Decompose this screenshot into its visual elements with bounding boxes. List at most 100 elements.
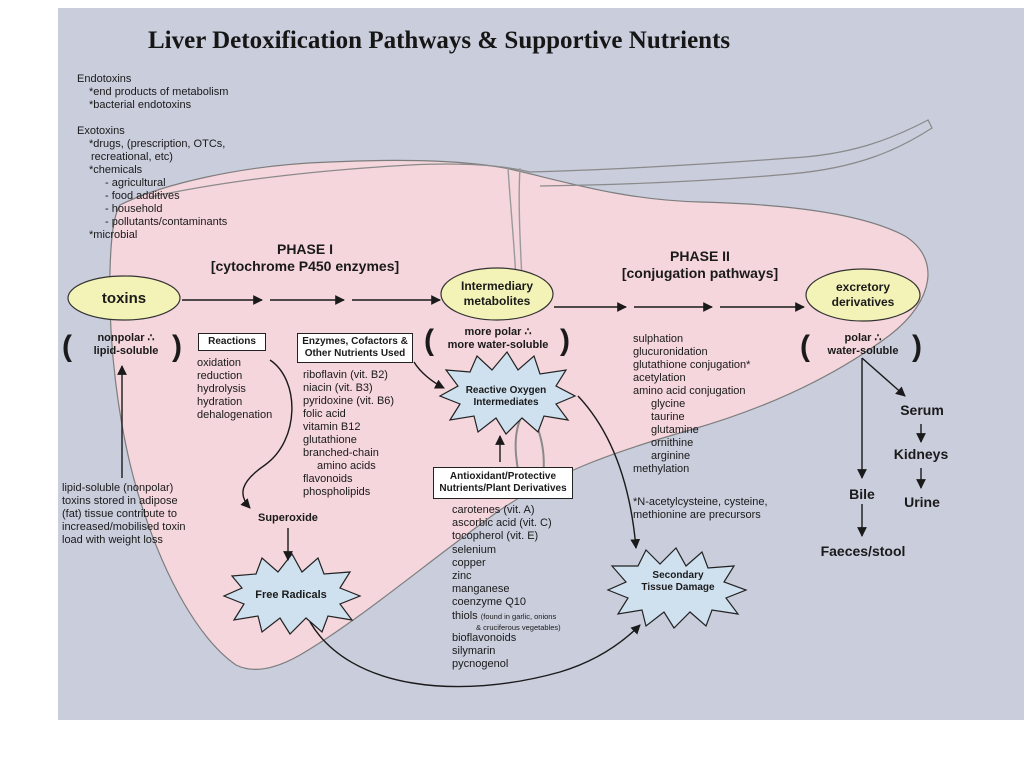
- phase1-title: PHASE I: [276, 241, 333, 257]
- excretory-line: excretory: [835, 280, 891, 294]
- excretory-label: excretory derivatives: [806, 273, 920, 317]
- phase1-subtitle: [cytochrome P450 enzymes]: [210, 258, 400, 274]
- adipose-note: lipid-soluble (nonpolar) toxins stored i…: [62, 482, 186, 547]
- precursor-line: methionine are precursors: [633, 509, 761, 521]
- secondary-line: Secondary: [652, 570, 704, 581]
- thiols-note: (found in garlic, onions: [480, 611, 557, 621]
- exotoxins-heading: Exotoxins: [77, 125, 125, 137]
- antioxidants-list: carotenes (vit. A) ascorbic acid (vit. C…: [452, 504, 561, 671]
- more-polar-line: more water-soluble: [447, 339, 549, 351]
- polar-note: polar ∴ water-soluble: [812, 332, 914, 358]
- antioxidants-box-line: Nutrients/Plant Derivatives: [439, 483, 567, 494]
- exotoxin-line: - household: [105, 203, 163, 215]
- conjugation-item: methylation: [633, 463, 690, 475]
- intermediary-line: metabolites: [463, 294, 531, 308]
- ros-line: Intermediates: [473, 397, 539, 408]
- phase2-heading: PHASE II [conjugation pathways]: [590, 248, 810, 282]
- reactions-list: oxidation reduction hydrolysis hydration…: [197, 357, 272, 422]
- ros-line: Reactive Oxygen: [465, 385, 547, 396]
- antioxidant-item: pycnogenol: [452, 658, 509, 671]
- antioxidant-item: ascorbic acid (vit. C): [452, 517, 552, 530]
- conjugation-item: acetylation: [633, 372, 686, 384]
- reactions-box: Reactions: [198, 333, 266, 351]
- enzymes-box-line: Other Nutrients Used: [304, 348, 406, 359]
- amino-acid-item: arginine: [651, 450, 691, 462]
- phase1-heading: PHASE I [cytochrome P450 enzymes]: [190, 241, 420, 275]
- conjugation-item: glutathione conjugation*: [633, 359, 751, 371]
- antioxidant-item: carotenes (vit. A): [452, 504, 535, 516]
- more-polar-line: more polar ∴: [464, 326, 532, 338]
- gallbladder-ligament: [507, 167, 523, 281]
- exotoxin-line: *drugs, (prescription, OTCs,: [89, 138, 226, 150]
- antioxidant-item: zinc: [452, 570, 472, 583]
- adipose-line: load with weight loss: [62, 534, 163, 546]
- bile-label: Bile: [849, 486, 875, 502]
- adipose-line: increased/mobilised toxin: [62, 521, 186, 533]
- precursor-line: *N-acetylcysteine, cysteine,: [633, 496, 768, 508]
- exotoxin-line: *chemicals: [89, 164, 143, 176]
- enzyme-item: niacin (vit. B3): [303, 382, 373, 394]
- enzymes-box: Enzymes, Cofactors & Other Nutrients Use…: [297, 333, 413, 363]
- nonpolar-line: nonpolar ∴: [97, 332, 155, 344]
- enzyme-item: folic acid: [303, 408, 346, 420]
- reaction-item: hydrolysis: [197, 383, 246, 395]
- toxins-label: toxins: [101, 289, 147, 307]
- excretory-line: derivatives: [831, 295, 895, 309]
- exotoxin-line: recreational, etc): [91, 151, 173, 163]
- enzyme-item: pyridoxine (vit. B6): [303, 395, 395, 407]
- antioxidant-item: manganese: [452, 583, 510, 596]
- reaction-item: hydration: [197, 396, 243, 408]
- conjugation-item: glucuronidation: [633, 346, 708, 358]
- ros-starburst: [438, 350, 577, 435]
- reaction-item: reduction: [197, 370, 243, 382]
- adipose-line: toxins stored in adipose: [62, 495, 178, 507]
- conjugation-list: sulphation glucuronidation glutathione c…: [633, 333, 750, 476]
- reaction-item: oxidation: [197, 357, 242, 369]
- amino-acid-item: glycine: [651, 398, 686, 410]
- reaction-item: dehalogenation: [197, 409, 273, 421]
- intermediary-line: Intermediary: [460, 279, 534, 293]
- intermediary-oval: [440, 267, 554, 321]
- thiols-item: thiols (found in garlic, onions: [452, 610, 561, 623]
- enzymes-list: riboflavin (vit. B2) niacin (vit. B3) py…: [303, 369, 394, 499]
- conjugation-item: sulphation: [633, 333, 684, 345]
- antioxidants-box: Antioxidant/Protective Nutrients/Plant D…: [433, 467, 573, 499]
- thiols-note-2: & cruciferous vegetables): [476, 622, 561, 632]
- antioxidant-item: coenzyme Q10: [452, 596, 526, 609]
- enzyme-item: vitamin B12: [303, 421, 361, 433]
- urine-label: Urine: [904, 494, 940, 510]
- nonpolar-line: lipid-soluble: [93, 345, 159, 357]
- endotoxin-item: *bacterial endotoxins: [89, 99, 192, 111]
- toxins-oval: [67, 275, 181, 321]
- amino-acid-item: taurine: [651, 411, 685, 423]
- adipose-line: (fat) tissue contribute to: [62, 508, 177, 520]
- enzymes-box-line: Enzymes, Cofactors &: [302, 336, 408, 347]
- antioxidant-item: copper: [452, 556, 486, 569]
- enzyme-item: flavonoids: [303, 473, 353, 485]
- intermediary-label: Intermediary metabolites: [441, 272, 553, 316]
- amino-acid-item: ornithine: [651, 437, 694, 449]
- serum-label: Serum: [900, 402, 944, 418]
- phase2-title: PHASE II: [670, 248, 730, 264]
- endotoxins-heading: Endotoxins: [77, 73, 132, 85]
- ros-label: Reactive Oxygen Intermediates: [456, 385, 556, 409]
- kidneys-label: Kidneys: [893, 446, 949, 462]
- antioxidant-item: bioflavonoids: [452, 631, 517, 644]
- superoxide-label: Superoxide: [258, 512, 318, 524]
- exotoxin-line: - pollutants/contaminants: [105, 216, 228, 228]
- exotoxin-line: *microbial: [89, 229, 138, 241]
- secondary-damage-label: Secondary Tissue Damage: [628, 570, 728, 594]
- precursor-note: *N-acetylcysteine, cysteine, methionine …: [633, 496, 768, 522]
- exotoxin-line: - agricultural: [105, 177, 166, 189]
- endotoxin-item: *end products of metabolism: [89, 86, 229, 98]
- polar-line: polar ∴: [844, 332, 882, 344]
- excretory-oval: [805, 268, 921, 322]
- exotoxin-line: - food additives: [105, 190, 180, 202]
- amino-acid-item: glutamine: [651, 424, 699, 436]
- enzyme-item: phospholipids: [303, 486, 371, 498]
- faeces-label: Faeces/stool: [820, 543, 906, 559]
- secondary-line: Tissue Damage: [641, 582, 715, 593]
- antioxidants-box-line: Antioxidant/Protective: [449, 471, 557, 482]
- secondary-damage-starburst: [606, 547, 748, 629]
